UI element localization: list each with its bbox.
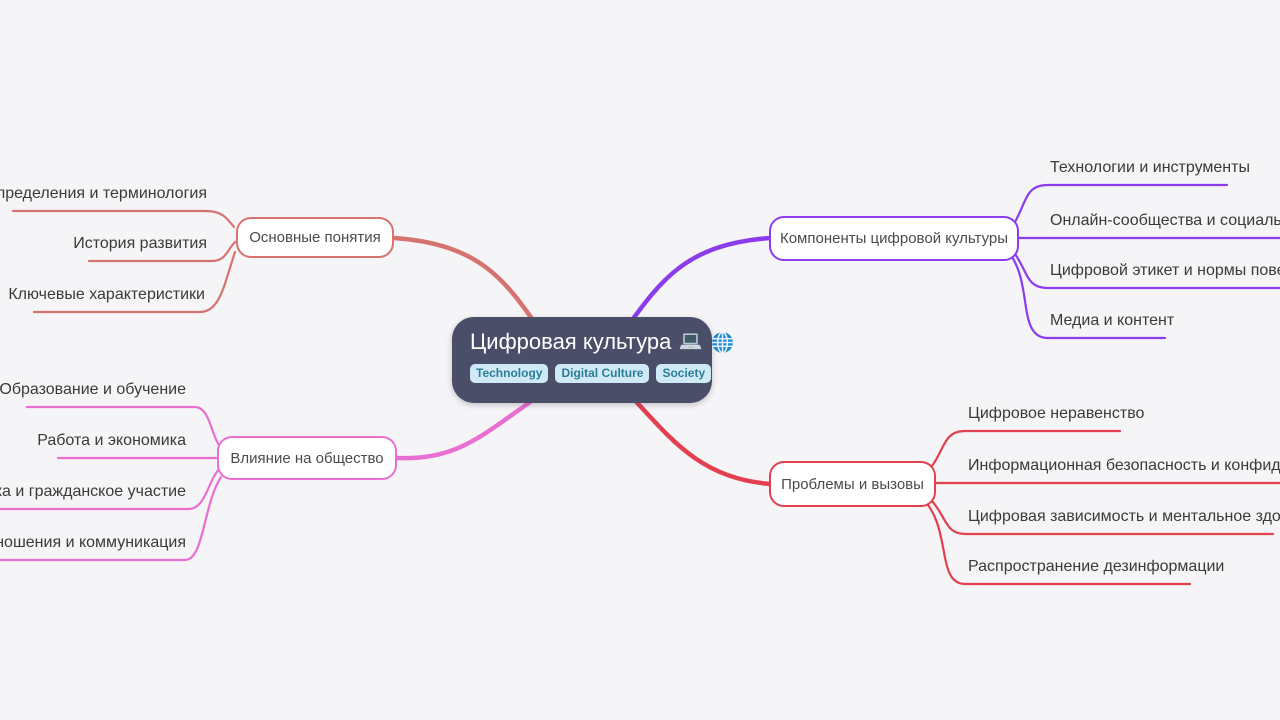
branch-society-impact-lines (0, 389, 548, 562)
branch-problems-lines (627, 392, 1280, 586)
branch-components-lines (622, 183, 1280, 340)
child-underline (930, 499, 1275, 536)
subtopic-online-communities[interactable]: Онлайн-сообщества и социальные сети (1050, 212, 1280, 229)
tag-digital-culture[interactable]: Digital Culture (555, 364, 650, 383)
topic-problems[interactable]: Проблемы и вызовы (769, 461, 936, 507)
central-topic-title: Цифровая культура (470, 329, 672, 354)
subtopic-disinformation[interactable]: Распространение дезинформации (968, 558, 1225, 575)
child-underline (11, 209, 236, 229)
subtopic-key-characteristics[interactable]: Ключевые характеристики (8, 286, 205, 303)
topic-label: Влияние на общество (230, 449, 384, 467)
subtopic-digital-inequality[interactable]: Цифровое неравенство (968, 405, 1145, 422)
branch-connector (627, 392, 773, 487)
tag-list: Technology Digital Culture Society (452, 355, 712, 383)
subtopic-work-economy[interactable]: Работа и экономика (37, 432, 186, 449)
child-underline (930, 429, 1122, 468)
subtopic-education-learning[interactable]: Образование и обучение (0, 381, 186, 398)
central-topic[interactable]: Цифровая культура (452, 317, 734, 403)
subtopic-relations-communication[interactable]: Социальные отношения и коммуникация (0, 534, 186, 551)
tag-technology[interactable]: Technology (470, 364, 549, 383)
tag-society[interactable]: Society (656, 364, 712, 383)
subtopic-definitions-terminology[interactable]: Определения и терминология (0, 185, 207, 202)
subtopic-digital-etiquette[interactable]: Цифровой этикет и нормы поведения (1050, 262, 1280, 279)
child-underline (0, 475, 223, 562)
child-underline (0, 466, 222, 511)
topic-label: Проблемы и вызовы (781, 475, 924, 493)
topic-society-impact[interactable]: Влияние на общество (217, 436, 397, 480)
child-underline (32, 250, 237, 314)
globe-icon (710, 330, 735, 355)
branch-basic-concepts-lines (11, 209, 543, 333)
subtopic-media-content[interactable]: Медиа и контент (1050, 312, 1175, 329)
branch-connector (391, 235, 543, 333)
laptop-icon (678, 330, 703, 355)
subtopic-politics-civic[interactable]: Политика и гражданское участие (0, 483, 186, 500)
child-underline (1010, 255, 1167, 340)
child-underline (87, 240, 237, 263)
topic-basic-concepts[interactable]: Основные понятия (236, 217, 394, 258)
branch-connector (622, 235, 773, 333)
topic-label: Основные понятия (249, 229, 381, 246)
topic-label: Компоненты цифровой культуры (779, 230, 1009, 247)
subtopic-development-history[interactable]: История развития (73, 235, 207, 252)
branch-connector (394, 389, 548, 461)
subtopic-information-security[interactable]: Информационная безопасность и конфиденци… (968, 457, 1280, 474)
subtopic-digital-addiction[interactable]: Цифровая зависимость и ментальное здоров… (968, 508, 1280, 525)
topic-components[interactable]: Компоненты цифровой культуры (769, 216, 1019, 261)
subtopic-technologies-tools[interactable]: Технологии и инструменты (1050, 159, 1250, 176)
child-underline (1013, 183, 1229, 224)
child-underline (1013, 252, 1280, 290)
child-underline (926, 503, 1192, 586)
